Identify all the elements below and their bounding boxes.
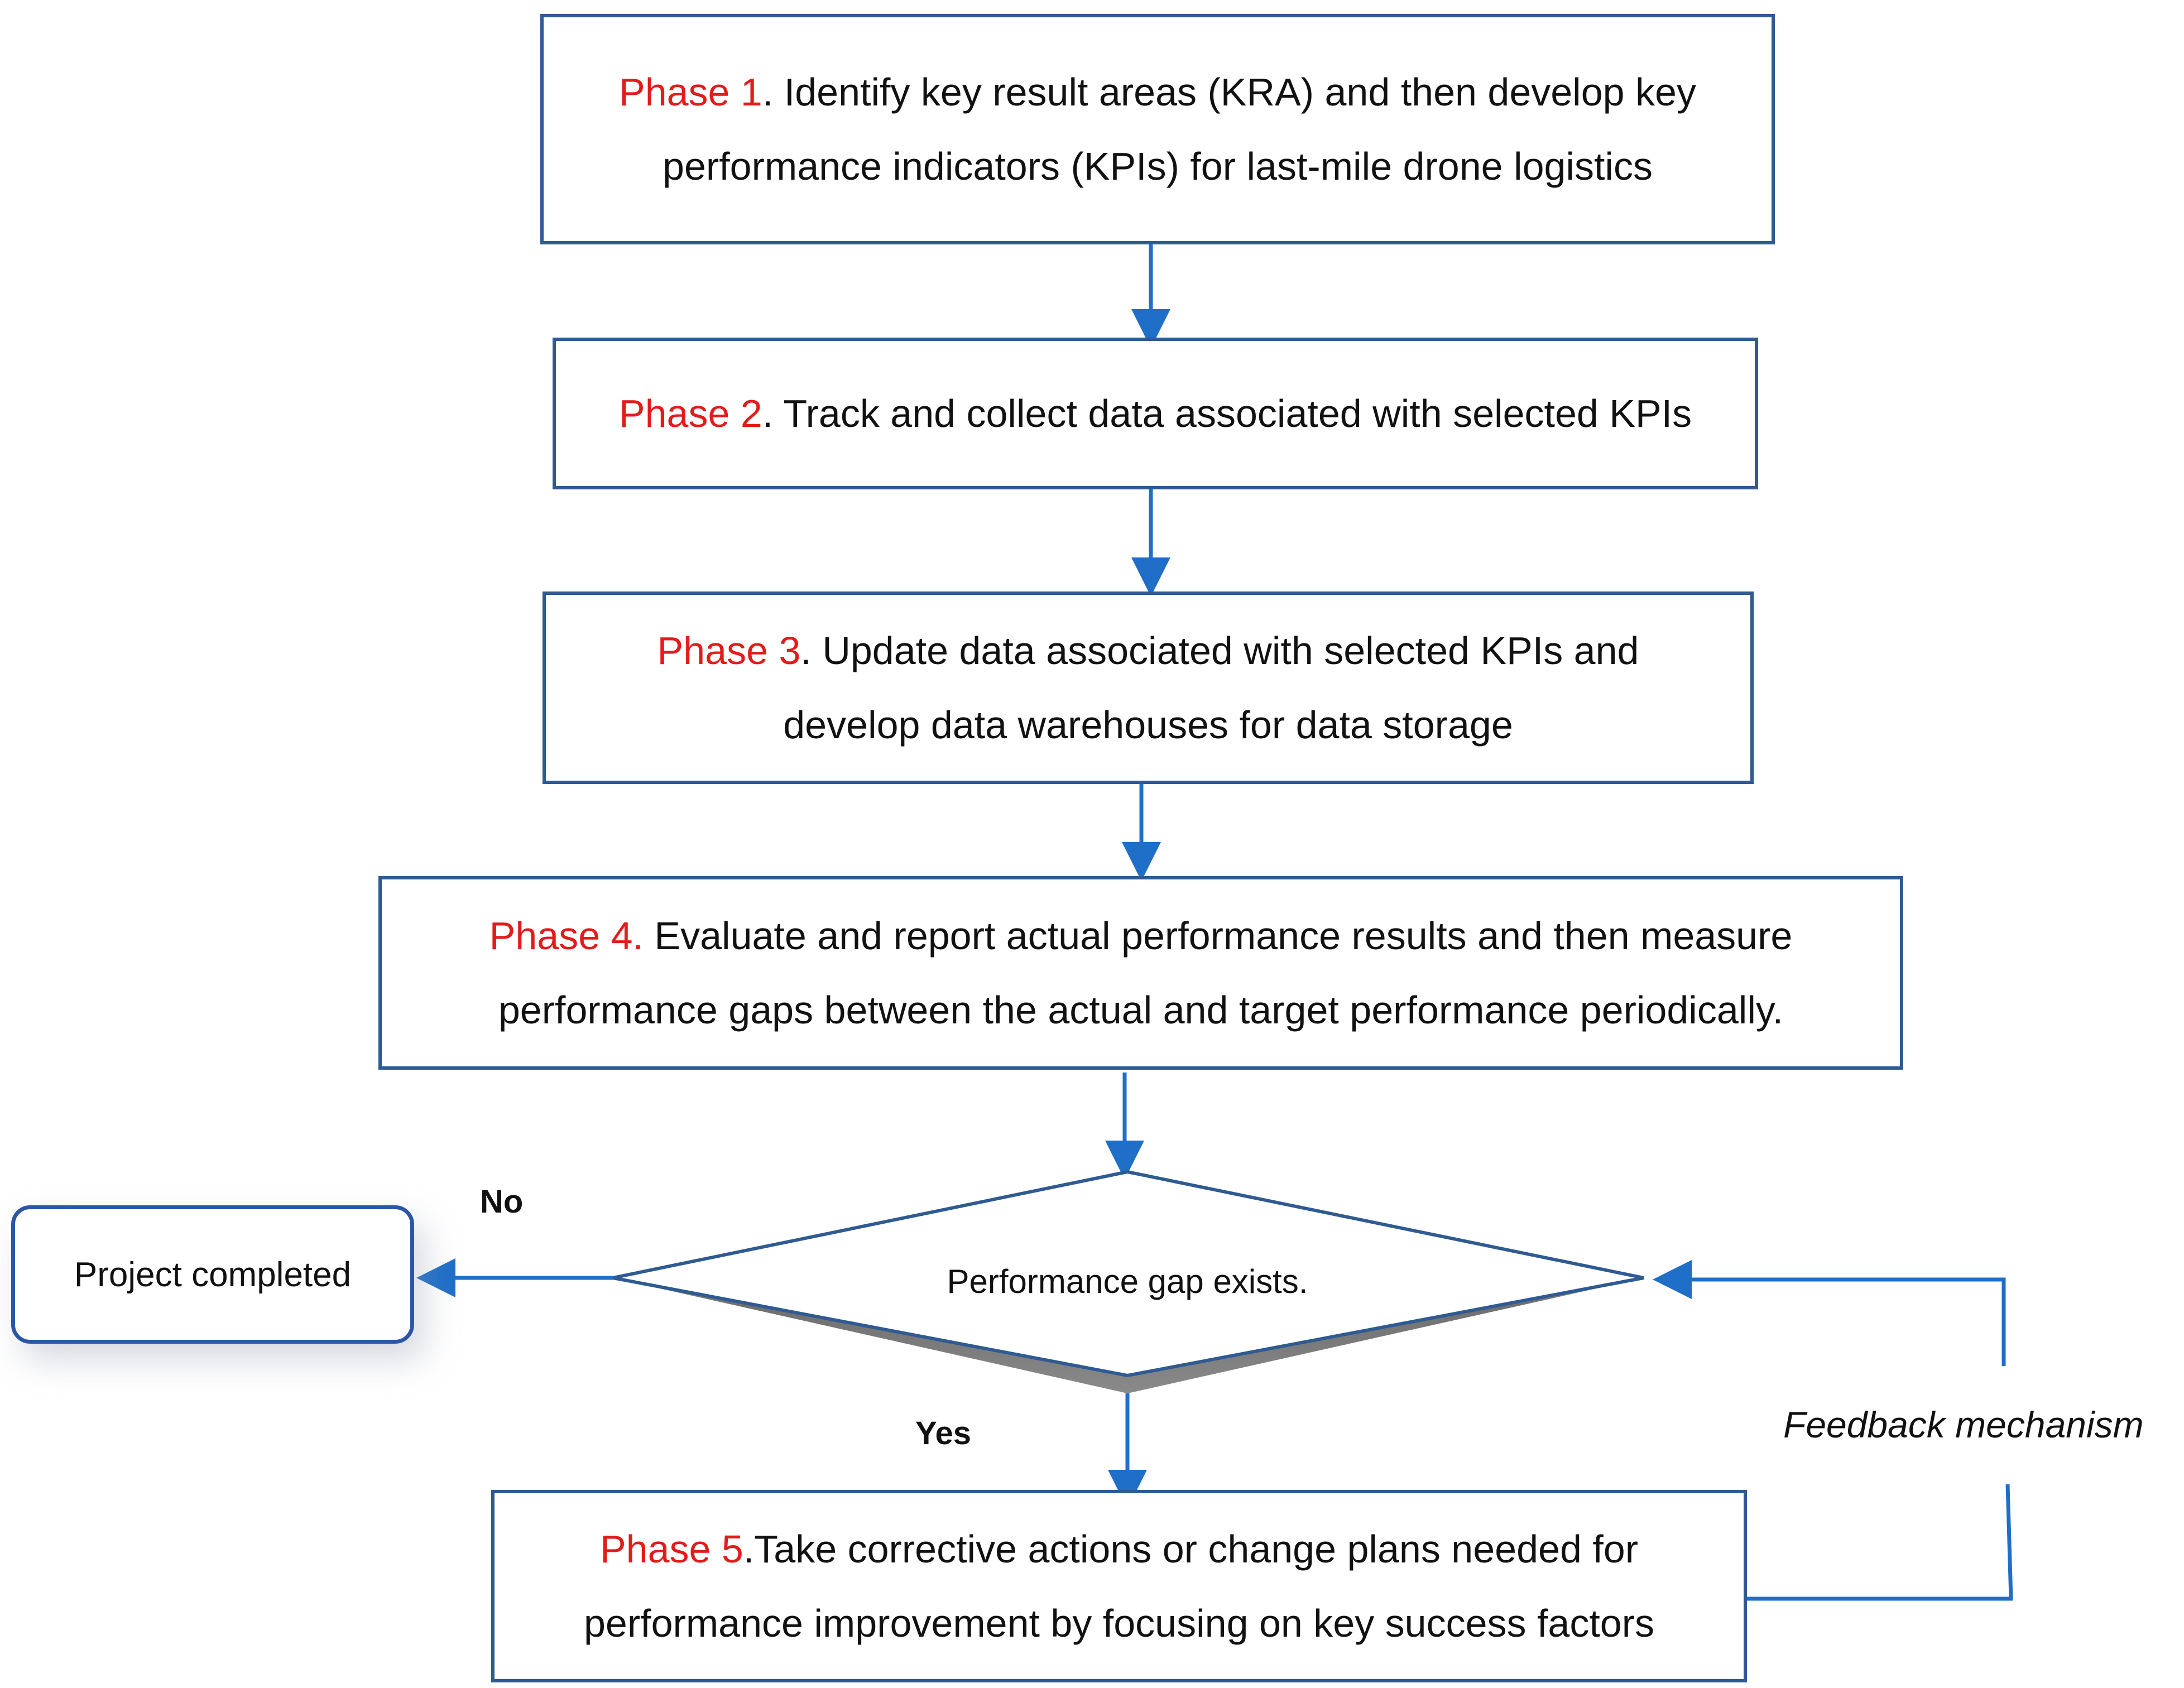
decision-text: Performance gap exists. — [947, 1263, 1308, 1300]
decision-diamond — [612, 1170, 1644, 1378]
phase-1-text-line1: . Identify key result areas (KRA) and th… — [762, 70, 1696, 114]
phase-5-box: Phase 5.Take corrective actions or chang… — [491, 1490, 1747, 1682]
phase-2-box: Phase 2. Track and collect data associat… — [553, 338, 1758, 489]
phase-2-label: Phase 2 — [618, 391, 762, 435]
phase-1-text-line2: performance indicators (KPIs) for last-m… — [663, 144, 1653, 188]
phase-4-label: Phase 4. — [489, 913, 644, 958]
feedback-mechanism-label: Feedback mechanism — [1783, 1404, 2144, 1445]
phase-1-label: Phase 1 — [619, 70, 762, 114]
phase-5-text-line2: performance improvement by focusing on k… — [583, 1601, 1655, 1645]
project-completed-terminal: Project completed — [11, 1205, 414, 1344]
phase-4-box: Phase 4. Evaluate and report actual perf… — [378, 876, 1903, 1070]
phase-3-text-line2: develop data warehouses for data storage — [783, 703, 1513, 747]
phase-5-label: Phase 5 — [599, 1527, 743, 1571]
feedback-loop-lower — [1746, 1484, 2013, 1601]
phase-1-box: Phase 1. Identify key result areas (KRA)… — [540, 14, 1775, 244]
phase-4-text-line1: Evaluate and report actual performance r… — [643, 913, 1793, 958]
phase-4-text-line2: performance gaps between the actual and … — [498, 988, 1784, 1032]
phase-3-label: Phase 3 — [657, 628, 801, 672]
branch-yes-label: Yes — [915, 1415, 971, 1451]
phase-3-text-line1: . Update data associated with selected K… — [800, 628, 1639, 672]
phase-5-text-line1: .Take corrective actions or change plans… — [743, 1527, 1639, 1571]
phase-2-text-line1: . Track and collect data associated with… — [762, 391, 1692, 435]
branch-no-label: No — [480, 1184, 524, 1220]
feedback-loop-upper — [1653, 1260, 2006, 1366]
phase-3-box: Phase 3. Update data associated with sel… — [543, 591, 1754, 784]
